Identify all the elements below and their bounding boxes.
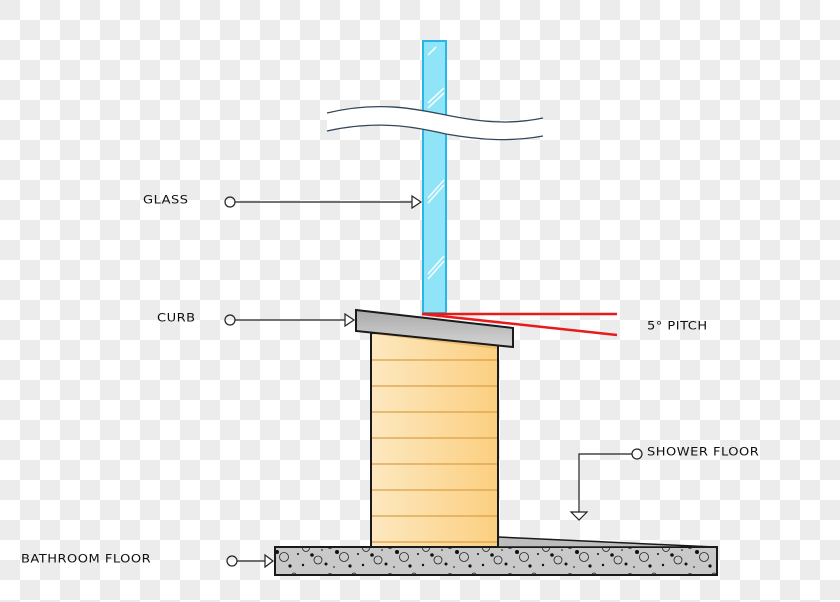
glass-leader <box>224 194 423 210</box>
shower-floor-slope <box>497 536 716 548</box>
break-lines <box>326 105 544 141</box>
bathroom-floor-label: BATHROOM FLOOR <box>21 553 152 566</box>
curb-body <box>370 332 499 548</box>
shower-floor-leader <box>569 448 643 521</box>
bathroom-floor-slab <box>274 546 718 576</box>
curb-label: CURB <box>157 312 196 325</box>
pitch-indicator <box>421 312 618 337</box>
bathroom-floor-leader <box>226 553 274 569</box>
pitch-label: 5° PITCH <box>647 320 708 333</box>
curb-cap <box>355 308 514 349</box>
curb-leader <box>224 312 356 328</box>
glass-label: GLASS <box>143 194 189 207</box>
glass-panel <box>422 40 447 314</box>
shower-floor-label: SHOWER FLOOR <box>647 446 760 459</box>
